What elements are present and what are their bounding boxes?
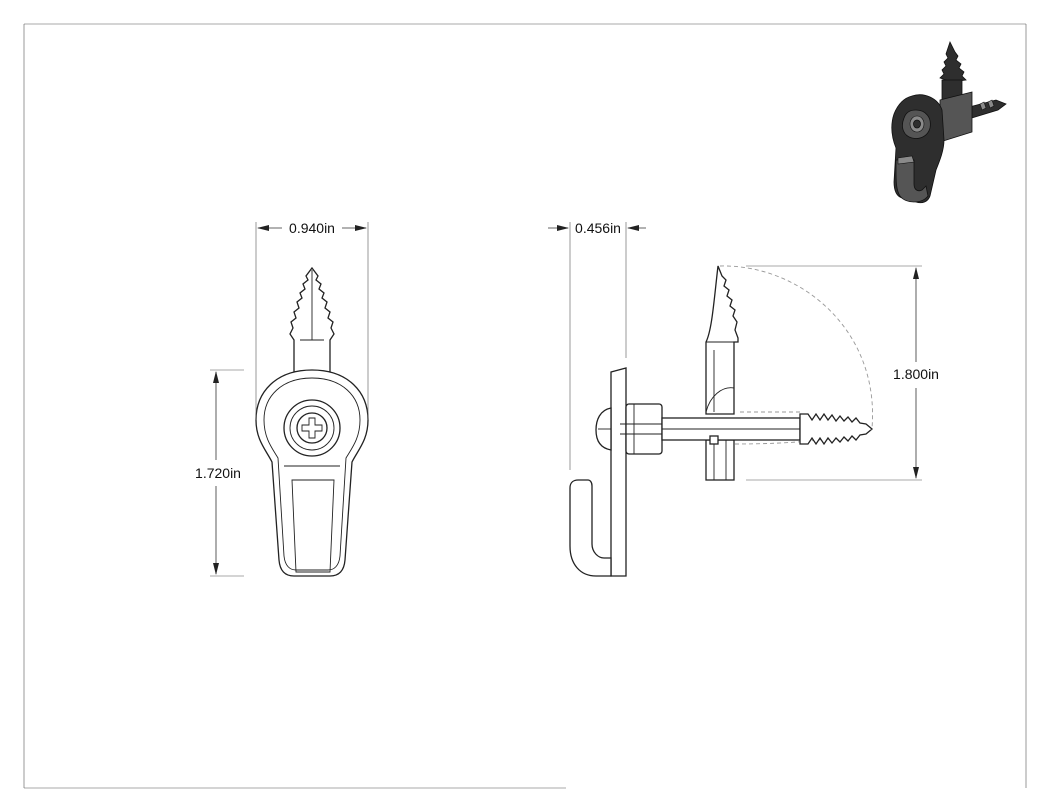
dim-front-width-label: 0.940in [289, 220, 335, 236]
dim-side-depth-label: 0.456in [575, 220, 621, 236]
side-screw-thread [799, 412, 874, 446]
phillips-cross-icon [301, 417, 323, 439]
isometric-view [891, 40, 1007, 204]
dim-front-width: 0.940in [255, 220, 369, 420]
side-collar [625, 403, 663, 455]
side-plate [610, 367, 627, 577]
iso-hook [895, 159, 929, 203]
side-spike [705, 265, 739, 415]
sheet-border [23, 23, 1027, 789]
dim-front-height: 1.720in [195, 369, 244, 577]
side-hidden-arc [719, 265, 873, 429]
dim-side-depth: 0.456in [548, 220, 646, 470]
front-hook-window [291, 479, 335, 573]
iso-spike [939, 40, 967, 83]
dim-front-height-label: 1.720in [195, 465, 241, 481]
dim-side-height: 1.800in [746, 265, 939, 481]
front-screw-head [296, 412, 328, 444]
side-view [569, 265, 874, 577]
side-hook [569, 479, 612, 577]
dim-side-height-label: 1.800in [893, 366, 939, 382]
side-lower-tab [705, 439, 735, 481]
front-view [255, 266, 369, 577]
